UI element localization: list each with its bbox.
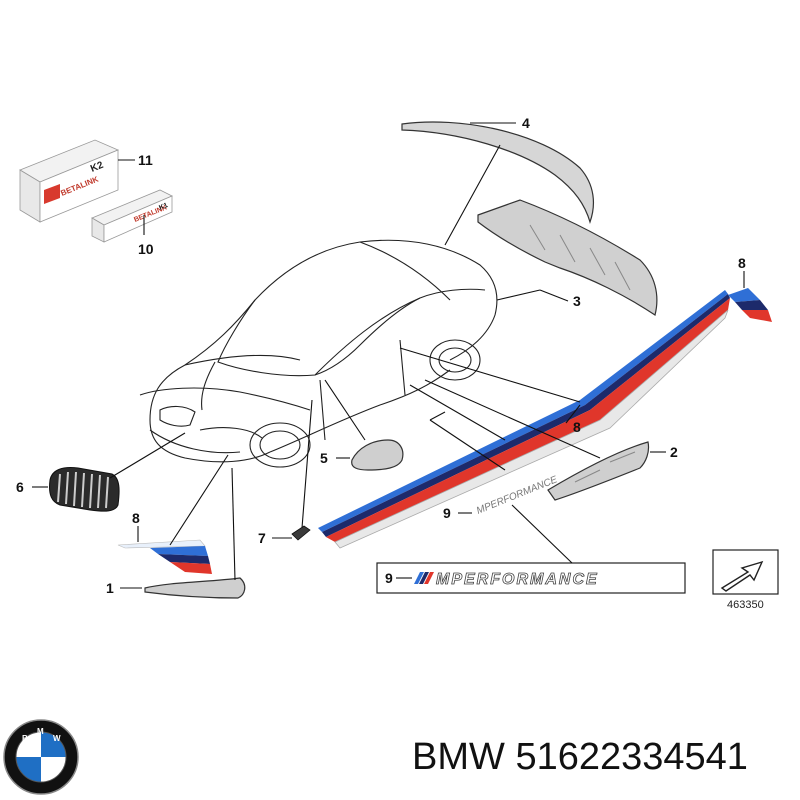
- leader-line-4b: [444, 144, 501, 246]
- part-number: 51622334541: [515, 736, 748, 778]
- car-outline: [139, 239, 498, 468]
- leader-line-skirt-d: [429, 411, 446, 421]
- leader-line-8b: [565, 404, 581, 424]
- part-caption: BMW 51622334541: [412, 736, 748, 779]
- leader-line-skirt-c: [424, 379, 601, 459]
- betalink-k2-box-part: BETALINK K2: [19, 139, 120, 223]
- callout-9b: 9: [385, 570, 393, 586]
- leader-line-6b: [109, 432, 186, 479]
- bmw-logo: B M W: [3, 719, 79, 795]
- k2-model-text: K2: [89, 160, 105, 175]
- rear-spoiler-part: [401, 121, 595, 224]
- callout-9a: 9: [443, 505, 451, 521]
- callout-5: 5: [320, 450, 328, 466]
- callout-4: 4: [522, 115, 530, 131]
- leader-line-8a-b: [169, 454, 229, 546]
- side-skirt-trim-part: [547, 441, 650, 501]
- brand-name: BMW: [412, 736, 505, 778]
- decal-box-text: MPERFORMANCE: [436, 571, 599, 588]
- leader-line-skirt-b: [409, 384, 506, 441]
- callout-10: 10: [138, 241, 154, 257]
- svg-text:B: B: [22, 734, 28, 743]
- leader-line-5b: [324, 379, 366, 441]
- front-lip-part: [144, 577, 246, 599]
- leader-line-skirt-e: [429, 419, 506, 471]
- betalink-k1-box-part: BETALINK K1: [91, 189, 173, 243]
- callout-2: 2: [670, 444, 678, 460]
- rear-stripe-flag-part: [728, 288, 772, 322]
- callout-8c: 8: [738, 255, 746, 271]
- m-performance-decal-box: 9 MPERFORMANCE: [376, 562, 686, 594]
- callout-7: 7: [258, 530, 266, 546]
- leader-line-7b: [301, 399, 313, 529]
- reference-icon-box: 463350: [712, 549, 779, 611]
- callout-3: 3: [573, 293, 581, 309]
- leader-line-3b: [496, 289, 541, 301]
- leader-line-9box: [511, 504, 573, 564]
- callout-11: 11: [138, 152, 153, 168]
- k1-model-text: K1: [158, 202, 169, 212]
- leader-line-skirt-a: [399, 347, 581, 403]
- front-stripe-flag-part: [117, 539, 212, 574]
- callout-8b: 8: [573, 419, 581, 435]
- svg-text:M: M: [37, 727, 44, 736]
- callout-1: 1: [106, 580, 114, 596]
- mirror-cap-part: [351, 439, 404, 471]
- side-marker-part: [291, 525, 311, 541]
- leader-line-3: [539, 289, 569, 302]
- rear-diffuser-part: [477, 199, 658, 316]
- callout-6: 6: [16, 479, 24, 495]
- leader-line-1b: [231, 467, 236, 581]
- svg-text:W: W: [53, 734, 61, 743]
- callout-8a: 8: [132, 510, 140, 526]
- side-skirt-stripe-part: [318, 290, 730, 549]
- reference-number: 463350: [727, 599, 764, 611]
- kidney-grille-part: [49, 467, 120, 512]
